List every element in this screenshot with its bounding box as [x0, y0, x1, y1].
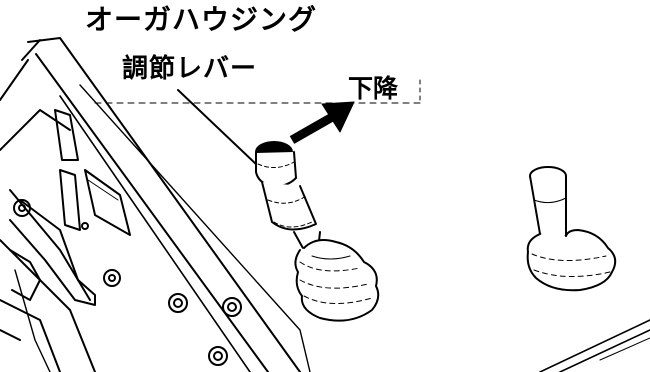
machine-body — [0, 37, 311, 372]
second-lever — [526, 166, 617, 292]
direction-label: 下降 — [348, 74, 399, 103]
leader-line — [177, 89, 259, 167]
part-name-line-2: 調節レバー — [122, 54, 258, 84]
part-name-line-1: オーガハウジング — [85, 3, 318, 36]
adjustment-lever — [255, 141, 380, 322]
panel-lines — [539, 319, 650, 372]
arrow-up-right-icon — [289, 101, 355, 144]
